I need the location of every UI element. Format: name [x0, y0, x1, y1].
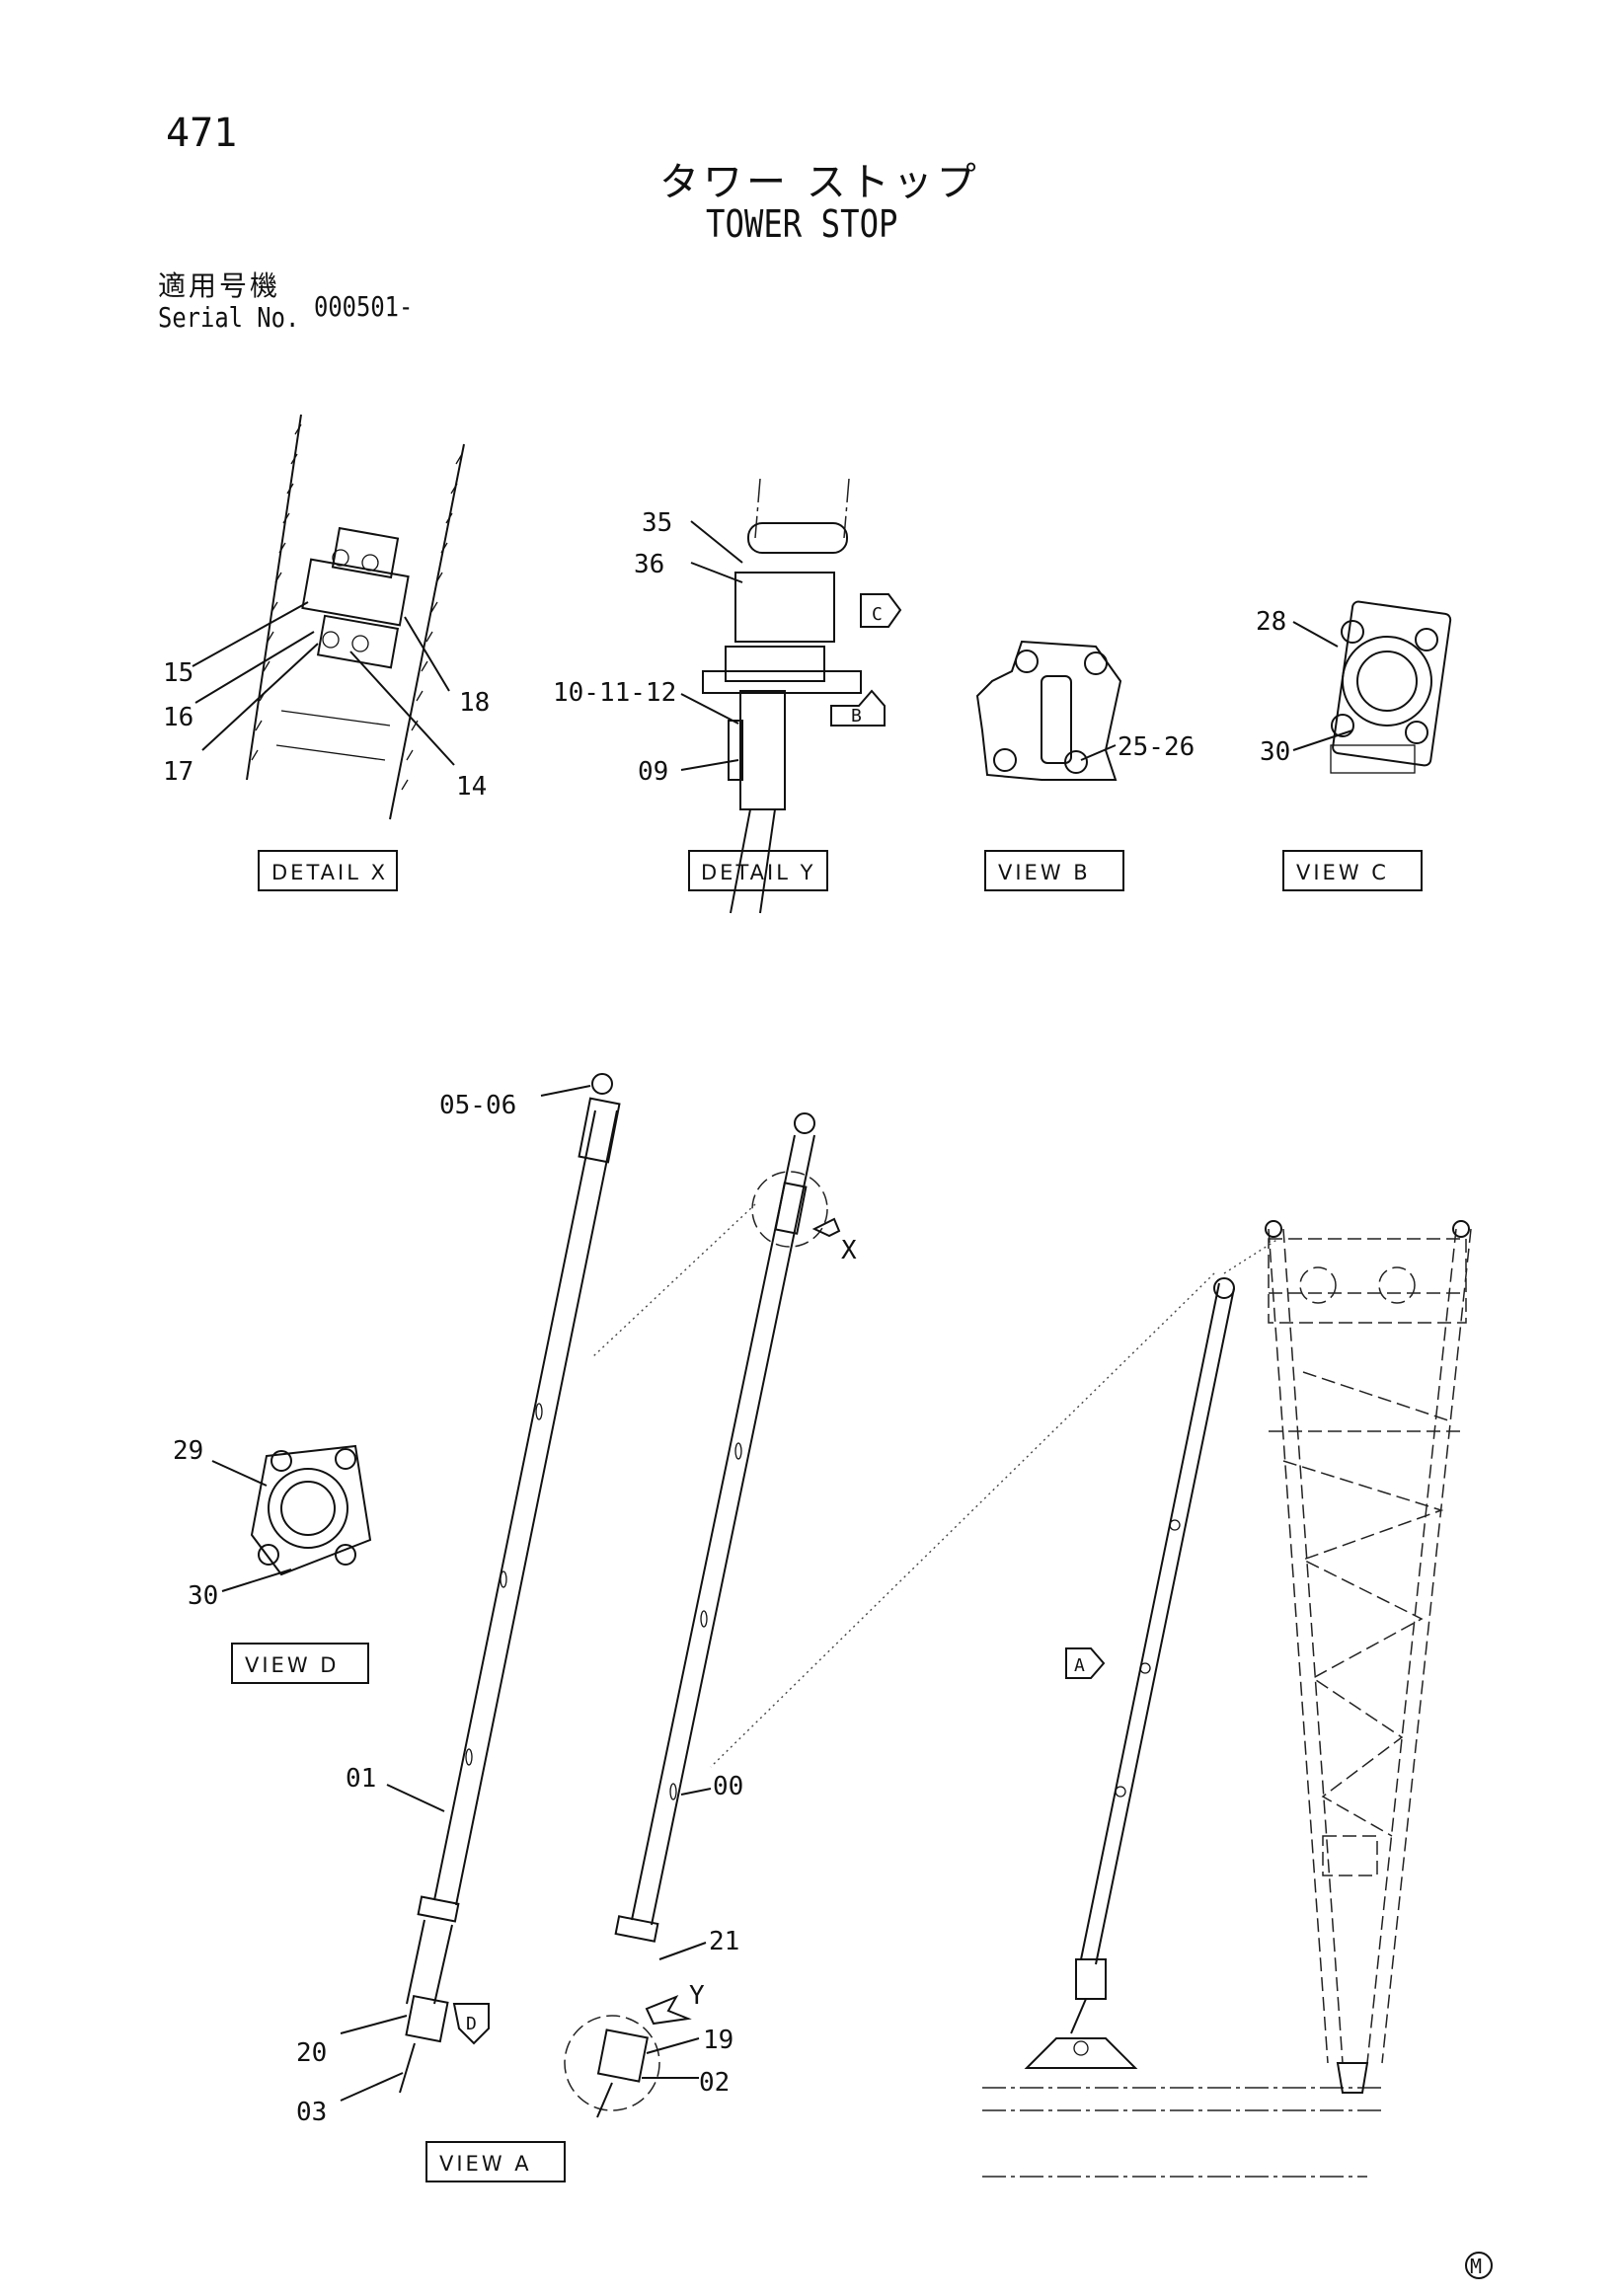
callout-20: 20	[296, 2038, 327, 2068]
view-marker-b: B	[851, 706, 862, 727]
callout-09: 09	[638, 757, 668, 787]
view-c-drawing: 28 30 VIEW C	[1256, 600, 1452, 891]
callout-29: 29	[173, 1436, 203, 1466]
view-d-label: VIEW D	[245, 1653, 339, 1677]
detail-y-label: DETAIL Y	[701, 861, 815, 884]
view-a-label-box	[425, 2141, 566, 2182]
serial-label: Serial No.	[158, 301, 300, 334]
serial-number-value: 000501-	[314, 290, 414, 323]
boom-structure-drawing: A	[982, 1220, 1472, 2178]
detail-x-label-box	[258, 850, 398, 891]
view-marker-y: Y	[689, 1981, 705, 2011]
callout-17: 17	[163, 757, 193, 787]
view-c-label-box	[1282, 850, 1423, 891]
footer-mark: M	[1465, 2252, 1493, 2279]
strut-00-drawing: X Y 00 21 19 02	[564, 1112, 1215, 2118]
callout-05-06: 05-06	[439, 1091, 516, 1120]
view-marker-c: C	[872, 604, 883, 625]
view-marker-d: D	[466, 2014, 477, 2034]
detail-x-drawing: 15 16 17 18 14 DETAIL X	[163, 414, 490, 891]
callout-19: 19	[703, 2026, 733, 2055]
page-number: 471	[166, 111, 238, 156]
view-c-label: VIEW C	[1296, 861, 1389, 884]
callout-28: 28	[1256, 607, 1286, 637]
callout-10-11-12: 10-11-12	[553, 678, 676, 708]
callout-01: 01	[346, 1764, 376, 1794]
callout-30-view-d: 30	[188, 1581, 218, 1611]
strut-01-drawing: D 05-06 01 20 03 VIEW A	[296, 1073, 621, 2182]
page-title-japanese: タワー ストップ	[659, 160, 980, 205]
callout-15: 15	[163, 658, 193, 688]
view-a-label: VIEW A	[439, 2152, 532, 2176]
detail-x-label: DETAIL X	[271, 861, 388, 884]
callout-03: 03	[296, 2098, 327, 2127]
callout-36: 36	[634, 550, 664, 579]
callout-00: 00	[713, 1772, 743, 1801]
view-marker-x: X	[841, 1236, 857, 1265]
callout-16: 16	[163, 703, 193, 732]
callout-02: 02	[699, 2068, 730, 2098]
callout-18: 18	[459, 688, 490, 718]
serial-label-japanese: 適用号機	[158, 269, 281, 302]
callout-25-26: 25-26	[1118, 732, 1195, 762]
view-b-drawing: 25-26 VIEW B	[975, 640, 1195, 891]
callout-35: 35	[642, 508, 672, 538]
page-title: TOWER STOP	[706, 202, 898, 246]
detail-y-label-box	[688, 850, 828, 891]
view-d-label-box	[231, 1643, 369, 1684]
callout-21: 21	[709, 1927, 739, 1956]
view-d-drawing: 29 30 VIEW D	[173, 1436, 372, 1684]
view-b-label-box	[984, 850, 1124, 891]
view-marker-a: A	[1074, 1655, 1085, 1676]
callout-14: 14	[456, 772, 487, 802]
footer-mark-letter: M	[1470, 2255, 1482, 2278]
view-b-label: VIEW B	[998, 861, 1091, 884]
detail-y-drawing: C B 35 36 10-11-12 09 DETAIL Y	[553, 478, 902, 914]
callout-30: 30	[1260, 737, 1290, 767]
